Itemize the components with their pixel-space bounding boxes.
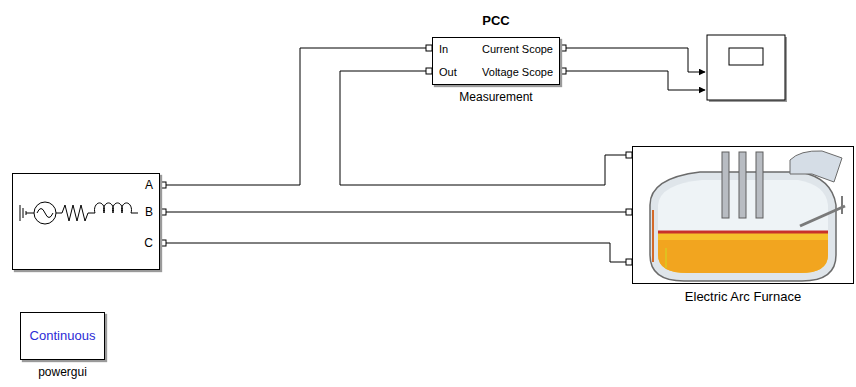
port-label: In (439, 42, 448, 56)
phase-c-wire (166, 243, 626, 262)
scope-signal-lines (566, 48, 705, 90)
port-label: Voltage Scope (482, 65, 553, 79)
powergui-block: Continuouspowergui (20, 312, 105, 360)
furnace-illustration (650, 151, 845, 281)
scope-block (707, 35, 787, 102)
phase-a-wire (166, 48, 426, 185)
solver-mode: Continuous (21, 329, 104, 343)
port-markers (160, 45, 632, 265)
measured-output-wire (340, 71, 626, 185)
port-label: B (145, 205, 153, 219)
port-label: A (145, 178, 153, 192)
measurement-block: PCCInOutCurrent ScopeVoltage ScopeMeasur… (432, 37, 560, 85)
source-block: AB C (12, 173, 160, 270)
port-label: Current Scope (482, 42, 553, 56)
source-symbol (20, 202, 138, 224)
port-label: Out (439, 65, 457, 79)
block-title: PCC (393, 14, 599, 28)
furnace-block: Electric Arc Furnace (632, 146, 854, 284)
phase-b-wire (166, 212, 626, 213)
block-name: Measurement (373, 90, 619, 104)
block-name: Electric Arc Furnace (573, 290, 856, 304)
port-label: C (144, 236, 153, 250)
block-name: powergui (0, 365, 164, 379)
connector-layer (166, 48, 626, 262)
